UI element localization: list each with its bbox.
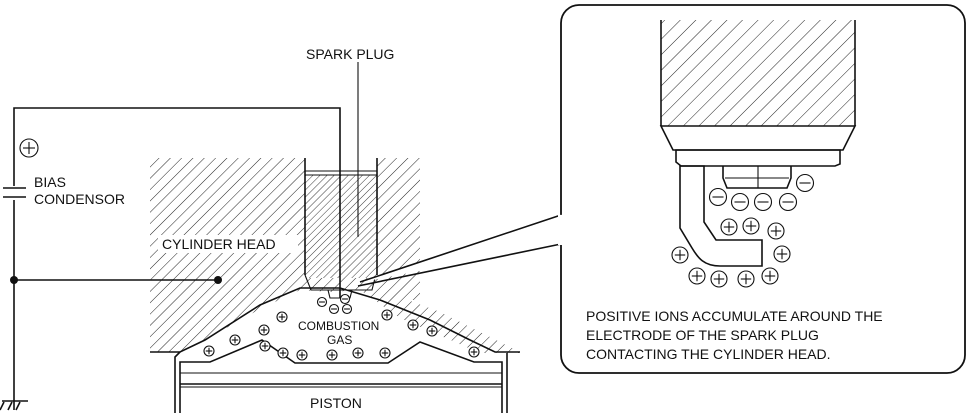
- negative-ion-icon: [708, 187, 728, 207]
- positive-ion-icon: [468, 346, 480, 358]
- positive-ion-icon: [671, 246, 689, 264]
- detail-leader: [357, 214, 562, 287]
- positive-ion-icon: [379, 347, 391, 359]
- positive-ion-icon: [720, 218, 738, 236]
- junction-dot: [10, 276, 18, 284]
- positive-ion-icon: [229, 334, 241, 346]
- negative-ion-icon: [341, 303, 353, 315]
- positive-ion-icon: [259, 340, 271, 352]
- cylinder-head-label: CYLINDER HEAD: [162, 236, 276, 252]
- bias-circuit: [0, 107, 341, 411]
- piston: [174, 339, 508, 413]
- positive-ion-icon: [203, 345, 215, 357]
- caption-line-2: ELECTRODE OF THE SPARK PLUG: [586, 327, 819, 343]
- detail-callout: [558, 4, 966, 374]
- piston-label: PISTON: [310, 395, 362, 411]
- head-contact-dot: [214, 276, 222, 284]
- positive-ion-icon: [381, 309, 393, 321]
- positive-ion-icon: [767, 222, 785, 240]
- caption-line-3: CONTACTING THE CYLINDER HEAD.: [586, 346, 831, 362]
- positive-ion-icon: [737, 270, 755, 288]
- positive-ion-icon: [742, 217, 760, 235]
- positive-ion-icon: [277, 347, 289, 359]
- positive-ion-icon: [352, 347, 364, 359]
- main-ions: [203, 293, 480, 361]
- negative-ion-icon: [328, 303, 340, 315]
- caption-line-1: POSITIVE IONS ACCUMULATE AROUND THE: [586, 308, 883, 324]
- negative-ion-icon: [339, 293, 351, 305]
- positive-ion-icon: [773, 245, 791, 263]
- negative-ion-icon: [753, 192, 773, 212]
- gas-label: GAS: [327, 333, 352, 347]
- ground-icon: [0, 400, 28, 411]
- positive-ion-icon: [761, 267, 779, 285]
- negative-ion-icon: [730, 192, 750, 212]
- positive-ion-icon: [426, 325, 438, 337]
- spark-plug: [304, 62, 378, 299]
- positive-ion-icon: [276, 311, 288, 323]
- negative-ion-icon: [778, 192, 798, 212]
- positive-ion-icon: [326, 349, 338, 361]
- condensor-label: CONDENSOR: [34, 191, 125, 207]
- negative-ion-icon: [316, 296, 328, 308]
- spark-plug-label: SPARK PLUG: [306, 46, 394, 62]
- combustion-label: COMBUSTION: [298, 319, 379, 333]
- negative-ion-icon: [795, 173, 815, 193]
- positive-ion-icon: [407, 319, 419, 331]
- positive-ion-icon: [688, 267, 706, 285]
- positive-ion-icon: [296, 349, 308, 361]
- plus-terminal-icon: [19, 138, 39, 158]
- positive-ion-icon: [258, 324, 270, 336]
- detail-ions: [671, 173, 815, 288]
- bias-label: BIAS: [34, 174, 66, 190]
- positive-ion-icon: [710, 270, 728, 288]
